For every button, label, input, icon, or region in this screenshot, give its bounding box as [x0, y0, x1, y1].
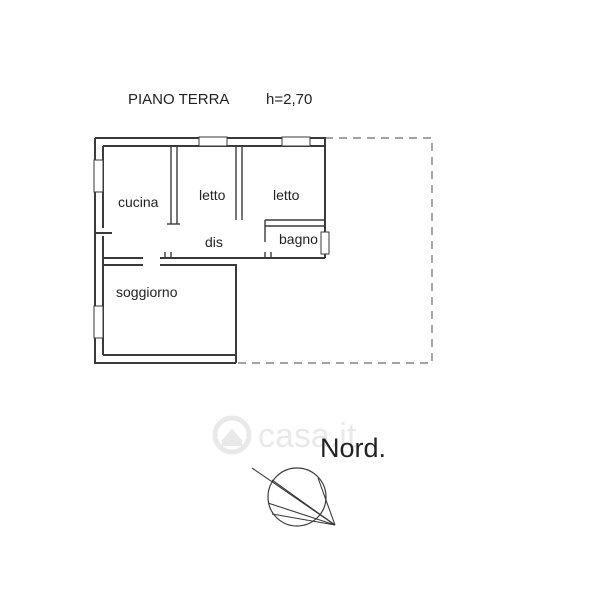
outdoor-area-outline: [236, 137, 433, 364]
room-label-bagno: bagno: [279, 231, 318, 247]
room-label-dis: dis: [205, 234, 223, 250]
north-compass-icon: [251, 467, 336, 527]
interior-walls: [103, 146, 325, 266]
room-label-cucina: cucina: [118, 194, 159, 210]
exterior-walls: [94, 137, 326, 364]
house-logo-icon: [212, 415, 252, 455]
room-label-soggiorno: soggiorno: [116, 284, 178, 300]
windows: [93, 136, 330, 339]
room-label-letto-1: letto: [199, 187, 226, 203]
watermark-text: casa.it: [258, 417, 357, 455]
floor-title: PIANO TERRA: [128, 91, 229, 108]
room-label-letto-2: letto: [273, 187, 300, 203]
north-label: Nord.: [320, 433, 386, 463]
ceiling-height: h=2,70: [266, 91, 312, 108]
watermark: casa.it: [212, 415, 357, 455]
